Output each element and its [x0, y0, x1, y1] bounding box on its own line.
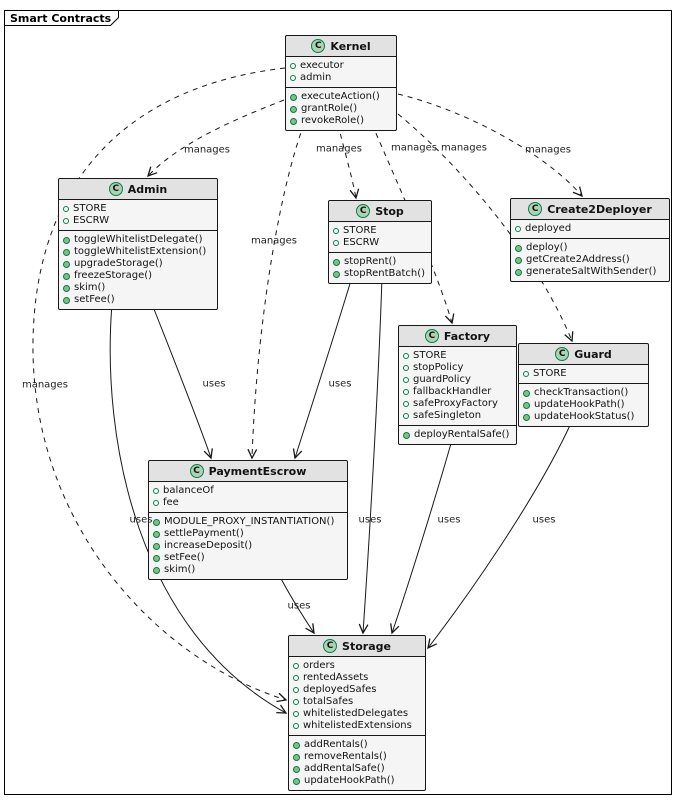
edge-kernel-to-stop — [337, 123, 360, 200]
edge-kernel-to-guard — [397, 113, 574, 343]
edge-kernel-to-admin — [147, 99, 285, 178]
edge-kernel-to-storage — [32, 67, 288, 703]
frame-title: Smart Contracts — [10, 12, 112, 25]
edge-admin-to-paymentescrow — [151, 303, 213, 460]
edge-stop-to-storage — [358, 276, 383, 635]
edge-kernel-to-create2deployer — [397, 93, 583, 198]
frame-tab — [4, 10, 119, 26]
edge-kernel-to-paymentescrow — [247, 123, 305, 460]
edge-kernel-to-factory — [371, 123, 455, 325]
edge-paymentescrow-to-storage — [277, 572, 315, 635]
edge-stop-to-paymentescrow — [292, 276, 353, 460]
frame-border — [4, 10, 672, 795]
edges-group — [32, 67, 583, 714]
edge-factory-to-storage — [390, 439, 453, 635]
edge-admin-to-storage — [109, 303, 288, 714]
edge-guard-to-storage — [427, 420, 573, 650]
